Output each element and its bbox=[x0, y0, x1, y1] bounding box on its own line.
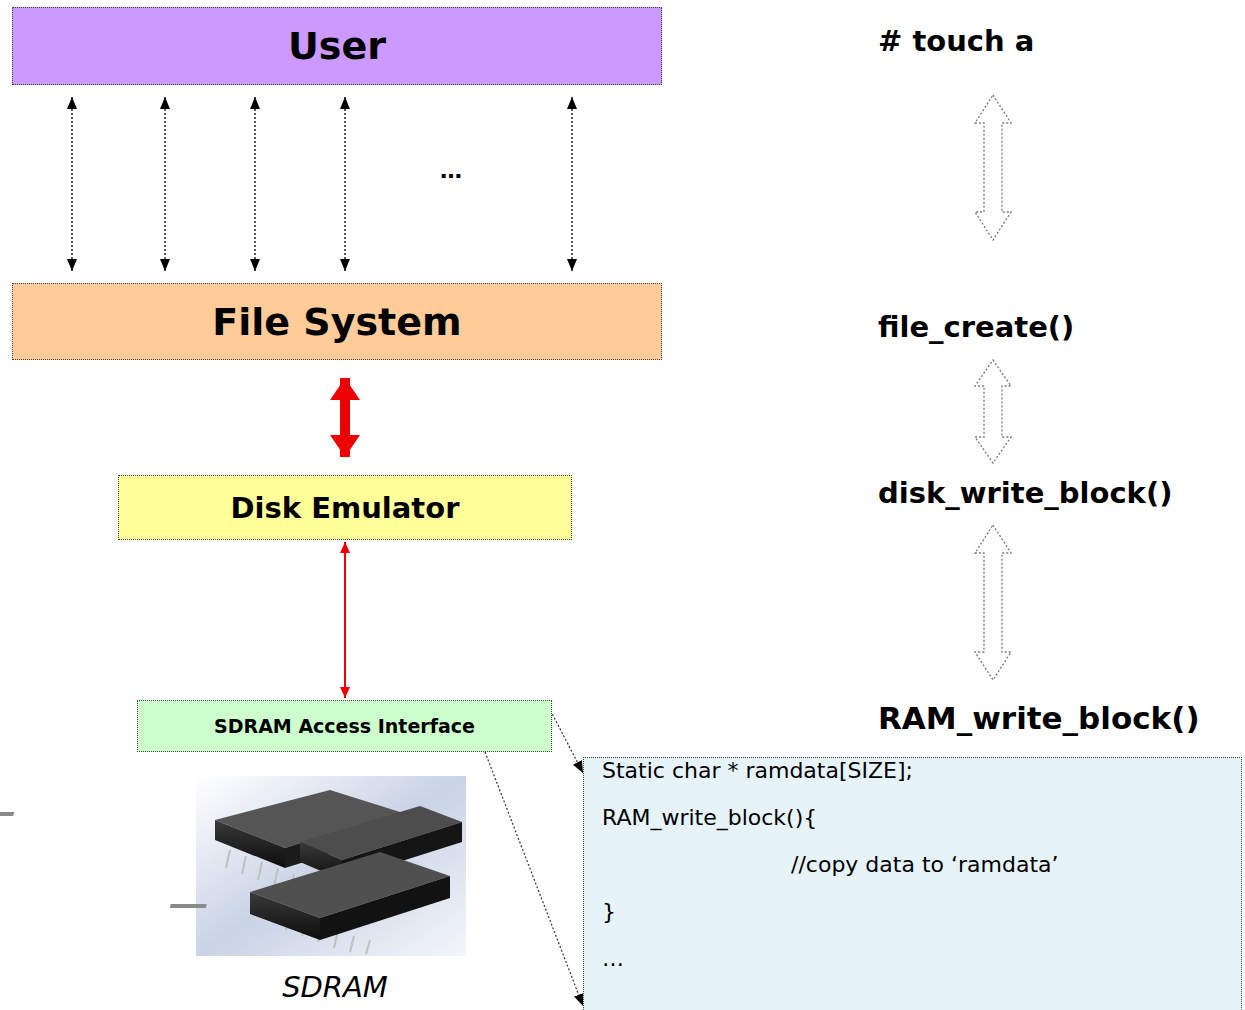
connector-arrow bbox=[340, 378, 350, 457]
code-box: Static char * ramdata[SIZE];RAM_write_bl… bbox=[583, 757, 1242, 1010]
command-label: # touch a bbox=[878, 24, 1034, 58]
connector-arrow bbox=[344, 542, 346, 698]
connector-arrow bbox=[344, 97, 345, 271]
sdram-chip-picture bbox=[0, 776, 466, 956]
code-line: } bbox=[584, 888, 1241, 935]
ellipsis-label: … bbox=[440, 158, 462, 183]
box-title: SDRAM Access Interface bbox=[214, 715, 475, 737]
code-line: … bbox=[584, 935, 1241, 982]
layer-box: User bbox=[12, 7, 662, 85]
function-label: file_create() bbox=[878, 310, 1074, 344]
layer-box: Disk Emulator bbox=[118, 475, 572, 540]
layer-box: File System bbox=[12, 283, 662, 360]
interface-box: SDRAM Access Interface bbox=[137, 700, 552, 752]
leader-arrow bbox=[485, 752, 583, 1006]
connector-arrow bbox=[164, 97, 165, 271]
box-title: File System bbox=[212, 300, 461, 344]
caption-label: SDRAM bbox=[282, 970, 388, 1004]
connector-arrow bbox=[254, 97, 255, 271]
code-line: RAM_write_block(){ bbox=[584, 794, 1241, 841]
code-line: //copy data to ‘ramdata’ bbox=[584, 841, 1241, 888]
function-label: disk_write_block() bbox=[878, 476, 1172, 510]
hollow-arrows bbox=[975, 95, 1011, 680]
function-label: RAM_write_block() bbox=[878, 700, 1200, 736]
box-title: User bbox=[288, 24, 386, 68]
connector-arrow bbox=[71, 97, 72, 271]
connector-arrow bbox=[571, 97, 572, 271]
box-title: Disk Emulator bbox=[231, 491, 460, 525]
code-line: Static char * ramdata[SIZE]; bbox=[584, 747, 1241, 794]
